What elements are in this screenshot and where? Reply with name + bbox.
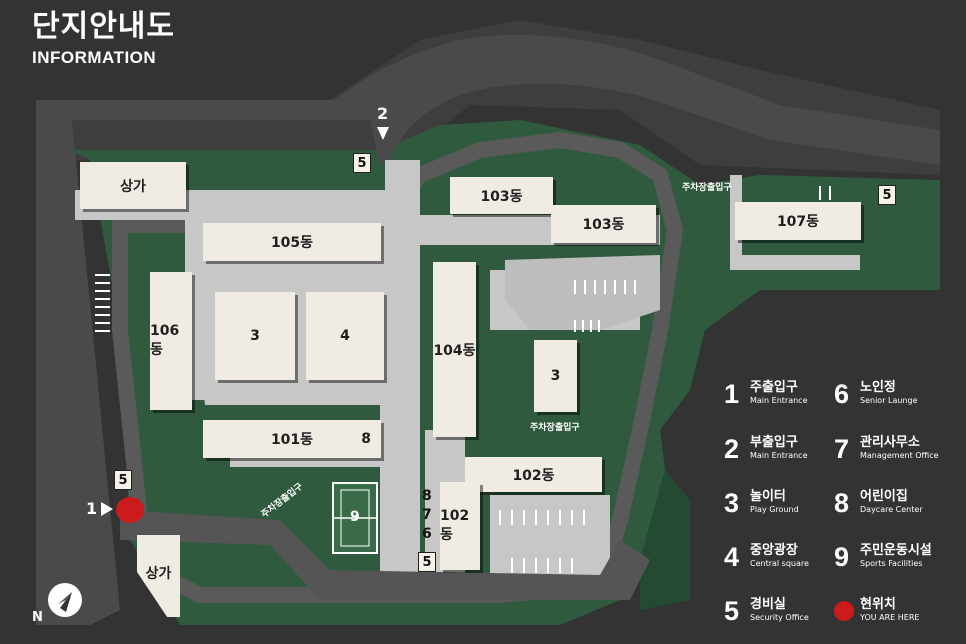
facility-7: 7 <box>422 507 432 523</box>
building-101: 101동 8 <box>203 420 381 458</box>
building-102a: 102동 <box>465 457 602 492</box>
left-road <box>36 100 120 625</box>
page-title: 단지안내도 <box>32 9 175 44</box>
here-marker <box>116 497 144 523</box>
gate2-arrow <box>377 127 389 140</box>
building-103b: 103동 <box>551 205 656 243</box>
parking-label-1: 주차장출입구 <box>682 183 732 193</box>
here-dot-icon <box>834 601 854 621</box>
parking-lines <box>95 186 831 573</box>
ring-road <box>36 20 940 175</box>
building-101-sub: 8 <box>361 431 371 447</box>
building-107: 107동 <box>735 202 861 240</box>
facility-6: 6 <box>422 526 432 542</box>
road-center <box>385 160 420 580</box>
gate1-arrow <box>101 502 113 516</box>
right-lot <box>505 255 660 330</box>
gate1-label: 1 <box>86 499 98 518</box>
top-road-band <box>70 34 940 165</box>
compass-label: N <box>32 610 43 625</box>
building-106: 106동 <box>150 272 192 410</box>
building-103a: 103동 <box>450 177 553 214</box>
building-3a: 3 <box>215 292 295 380</box>
path-right2 <box>730 255 860 270</box>
parking-label-2: 주차장출입구 <box>530 423 580 433</box>
building-4: 4 <box>306 292 384 380</box>
building-105: 105동 <box>203 223 381 261</box>
building-104: 104동 <box>433 262 476 437</box>
guard-bottom: 5 <box>418 552 436 572</box>
green-shadow <box>640 470 690 610</box>
building-shop-top: 상가 <box>80 162 186 209</box>
path-bottom <box>230 455 390 467</box>
lower-road <box>120 510 650 600</box>
page-subtitle: INFORMATION <box>32 48 157 67</box>
building-102b: 102동 <box>440 482 480 570</box>
gate2-label: 2 <box>377 104 389 123</box>
guard-left: 5 <box>114 470 132 490</box>
guard-top: 5 <box>353 153 371 173</box>
building-3b: 3 <box>534 340 577 412</box>
guard-right: 5 <box>878 185 896 205</box>
facility-8: 8 <box>422 488 432 504</box>
path-lot <box>490 495 610 575</box>
court-label: 9 <box>350 509 360 525</box>
